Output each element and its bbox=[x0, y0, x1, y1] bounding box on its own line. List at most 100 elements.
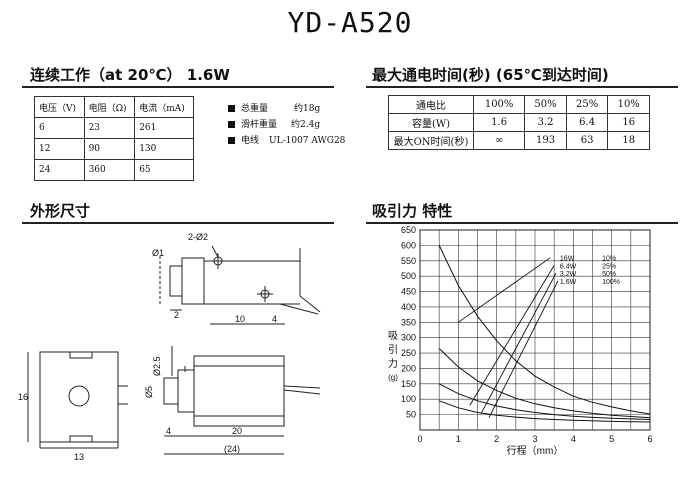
table-cell: 24 bbox=[34, 159, 85, 181]
legend-watt: 6.4W bbox=[560, 263, 577, 270]
table-cell: 12 bbox=[34, 138, 85, 160]
table-row: 最大ON时间(秒) ∞ 193 63 18 bbox=[388, 131, 650, 150]
duty-table: 通电比 100% 50% 25% 10% 容量(W) 1.6 3.2 6.4 1… bbox=[388, 95, 650, 150]
y-axis-label-char: 引 bbox=[388, 344, 398, 356]
table-header-cell: 电流（mA) bbox=[134, 96, 194, 118]
front-view bbox=[27, 351, 128, 449]
spec-value: 约2.4g bbox=[291, 120, 321, 130]
table-cell: 130 bbox=[134, 138, 194, 160]
spec-item: 总重量 约18g bbox=[228, 101, 320, 114]
section-force-title: 吸引力 特性 bbox=[372, 202, 453, 220]
dim-label: 4 bbox=[166, 426, 171, 436]
x-tick-label: 5 bbox=[609, 434, 614, 444]
x-tick-label: 0 bbox=[417, 434, 422, 444]
x-tick-label: 3 bbox=[532, 434, 537, 444]
section-duty-title: 最大通电时间(秒) (65℃到达时间) bbox=[372, 66, 609, 84]
spec-label: 电线 bbox=[241, 136, 260, 146]
dim-label: Ø2.5 bbox=[152, 356, 162, 376]
spec-value: 约18g bbox=[294, 104, 321, 114]
table-cell: 261 bbox=[134, 117, 194, 139]
dim-label: 16 bbox=[18, 392, 28, 402]
legend-watt: 16W bbox=[560, 256, 575, 263]
table-header-cell: 电压（V) bbox=[34, 96, 85, 118]
table-cell: 360 bbox=[83, 159, 136, 181]
section-divider bbox=[366, 222, 678, 224]
table-row: 12 90 130 bbox=[34, 138, 194, 160]
y-tick-label: 450 bbox=[401, 287, 416, 297]
table-cell: ∞ bbox=[472, 131, 526, 150]
y-tick-label: 300 bbox=[401, 333, 416, 343]
legend-percent: 25% bbox=[602, 263, 616, 270]
series-line bbox=[438, 383, 651, 420]
x-tick-label: 1 bbox=[456, 434, 461, 444]
table-cell: 6 bbox=[34, 117, 85, 139]
table-cell: 90 bbox=[83, 138, 136, 160]
table-cell: 16 bbox=[607, 113, 650, 132]
y-tick-label: 500 bbox=[401, 271, 416, 281]
table-cell: 通电比 bbox=[388, 95, 474, 114]
x-axis-label: 行程（mm） bbox=[507, 444, 564, 457]
table-cell: 50% bbox=[524, 95, 567, 114]
table-cell: 容量(W) bbox=[388, 113, 474, 132]
series-line bbox=[439, 400, 651, 423]
spec-label: 总重量 bbox=[241, 104, 269, 114]
side-view-top bbox=[159, 245, 321, 325]
table-cell: 18 bbox=[607, 131, 650, 150]
dim-label: 4 bbox=[272, 314, 277, 324]
table-cell: 63 bbox=[565, 131, 609, 150]
table-cell: 65 bbox=[134, 159, 194, 181]
table-cell: 6.4 bbox=[565, 113, 609, 132]
legend-percent: 10% bbox=[602, 256, 616, 263]
series-line bbox=[438, 245, 651, 415]
table-row: 通电比 100% 50% 25% 10% bbox=[388, 95, 650, 114]
spec-item: 滑杆重量 约2.4g bbox=[228, 117, 320, 130]
table-cell: 1.6 bbox=[472, 113, 526, 132]
series-line bbox=[438, 348, 651, 419]
legend-percent: 50% bbox=[602, 271, 616, 278]
dim-label: 2-Ø2 bbox=[188, 232, 208, 242]
table-row: 6 23 261 bbox=[34, 117, 194, 139]
table-header-row: 电压（V) 电阻（Ω) 电流（mA) bbox=[34, 96, 194, 118]
legend-watt: 1.6W bbox=[560, 279, 577, 286]
x-tick-label: 2 bbox=[494, 434, 499, 444]
y-tick-label: 350 bbox=[401, 317, 416, 327]
table-cell: 100% bbox=[472, 95, 526, 114]
dim-label: Ø1 bbox=[152, 248, 164, 258]
dim-label: 10 bbox=[235, 314, 245, 324]
dim-label: 2 bbox=[174, 310, 179, 320]
duty-line bbox=[480, 272, 557, 414]
table-header-cell: 电阻（Ω) bbox=[83, 96, 136, 118]
y-tick-label: 50 bbox=[406, 410, 416, 420]
section-divider bbox=[22, 222, 334, 224]
y-tick-label: 400 bbox=[401, 302, 416, 312]
dim-label: Ø5 bbox=[144, 386, 154, 398]
y-tick-label: 600 bbox=[401, 240, 416, 250]
table-cell: 25% bbox=[565, 95, 609, 114]
y-tick-label: 200 bbox=[401, 363, 416, 373]
x-tick-label: 4 bbox=[571, 434, 576, 444]
duty-line bbox=[488, 280, 559, 418]
section-divider bbox=[366, 86, 678, 88]
y-tick-label: 150 bbox=[401, 379, 416, 389]
section-divider bbox=[22, 86, 334, 88]
table-cell: 10% bbox=[607, 95, 650, 114]
section-shape-title: 外形尺寸 bbox=[30, 202, 91, 220]
square-bullet-icon bbox=[228, 105, 235, 112]
table-cell: 3.2 bbox=[524, 113, 567, 132]
y-tick-label: 650 bbox=[401, 225, 416, 235]
dimension-drawing: 2-Ø2 Ø1 2 10 4 16 13 Ø2.5 Ø5 4 20 (24) bbox=[18, 232, 321, 462]
page-title: YD-A520 bbox=[287, 6, 413, 39]
dim-label: 20 bbox=[232, 426, 242, 436]
spec-label: 滑杆重量 bbox=[241, 120, 278, 130]
side-view-bottom bbox=[163, 346, 321, 455]
table-row: 容量(W) 1.6 3.2 6.4 16 bbox=[388, 113, 650, 132]
y-tick-label: 250 bbox=[401, 348, 416, 358]
y-axis-label-char: 吸 bbox=[388, 331, 398, 342]
square-bullet-icon bbox=[228, 121, 235, 128]
y-tick-label: 100 bbox=[401, 394, 416, 404]
table-cell: 23 bbox=[83, 117, 136, 139]
legend-percent: 100% bbox=[602, 279, 620, 286]
y-tick-label: 550 bbox=[401, 256, 416, 266]
table-cell: 最大ON时间(秒) bbox=[388, 131, 474, 150]
